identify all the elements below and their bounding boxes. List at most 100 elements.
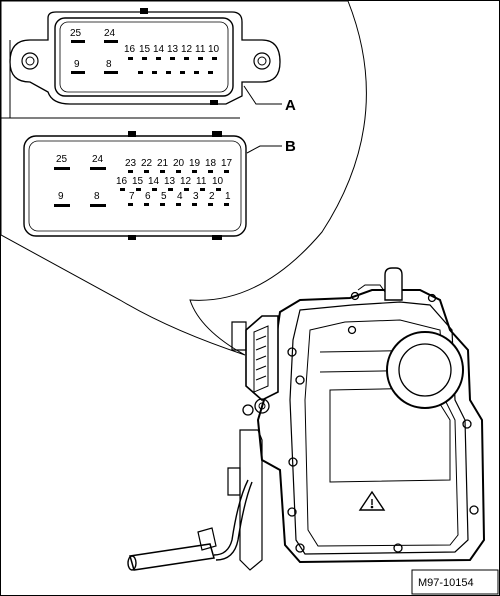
pin-slot: [104, 40, 118, 43]
socket-pin-line: [255, 335, 267, 341]
bolt: [350, 291, 360, 301]
connector-b-pin-row-1: 23 22 21 20 19 18 17: [125, 158, 233, 173]
bolt: [287, 507, 297, 517]
socket-pin-line: [255, 345, 267, 351]
pin-slot: [120, 188, 125, 191]
pin-label: 11: [195, 44, 206, 55]
pin-slot: [71, 71, 85, 74]
mount-hole-right-inner: [257, 56, 267, 66]
pin-label: 15: [132, 176, 144, 187]
pin-label: 2: [209, 191, 215, 202]
pin-slot: [184, 57, 189, 60]
pin-label: 8: [106, 59, 112, 70]
connector-b: 25 24 9 8 23 22 21 20 19 18 17 16 15 14: [23, 131, 296, 240]
connector-b-pin-row-2: 16 15 14 13 12 11 10: [116, 176, 224, 191]
bolt: [347, 325, 357, 335]
pin-label: 16: [124, 44, 136, 55]
pin-slot: [176, 170, 181, 173]
pin-slot: [160, 203, 165, 206]
socket-pin-line: [255, 375, 267, 381]
pin-slot: [170, 57, 175, 60]
pin-slot: [184, 188, 189, 191]
pin-slot: [208, 71, 213, 74]
pin-label: 9: [58, 191, 64, 202]
pin-slot: [168, 188, 173, 191]
pin-label: 13: [167, 44, 179, 55]
socket-pin-line: [255, 365, 267, 371]
mount-hole-right: [253, 52, 271, 70]
pin-label: 10: [208, 44, 220, 55]
sensor: [242, 404, 254, 416]
pin-label: 8: [94, 191, 100, 202]
pin-slot: [54, 204, 70, 207]
pin-label: 12: [181, 44, 193, 55]
connector-a-shell-inner: [59, 21, 229, 93]
pin-slot: [160, 170, 165, 173]
bolt: [469, 505, 479, 515]
pin-label: 9: [74, 59, 80, 70]
pin-label: 18: [205, 158, 217, 169]
pin-label: 21: [157, 158, 169, 169]
pin-slot: [194, 71, 199, 74]
sensor-core: [258, 402, 266, 410]
pin-label: 6: [145, 191, 151, 202]
zoom-bubble: [0, 0, 367, 356]
pin-label: 24: [92, 154, 104, 165]
pin-label: 1: [225, 191, 231, 202]
warning-triangle-icon: [358, 490, 386, 511]
pin-slot: [156, 57, 161, 60]
latch-tab: [128, 131, 136, 137]
pin-label: 16: [116, 176, 128, 187]
warning-dot: [370, 505, 374, 509]
mount-hole-left: [21, 52, 39, 70]
connector-b-pin-row-3: 7 6 5 4 3 2 1: [128, 191, 231, 206]
pin-label: 25: [70, 28, 82, 39]
pin-slot: [208, 170, 213, 173]
mount-hole-left-inner: [25, 56, 35, 66]
pin-slot: [200, 188, 205, 191]
pin-slot: [152, 188, 157, 191]
connector-a-shell: [54, 17, 234, 97]
pressure-accumulator: [386, 331, 464, 409]
bolt: [295, 543, 305, 553]
pin-label: 17: [221, 158, 233, 169]
callout-b: B: [285, 138, 296, 155]
leader-line-a: [243, 85, 282, 105]
pin-label: 12: [180, 176, 192, 187]
pin-slot: [71, 40, 85, 43]
connector-a-pin-row: 16 15 14 13 12 11 10: [124, 44, 220, 74]
pin-label: 14: [153, 44, 165, 55]
pin-slot: [198, 57, 203, 60]
pin-slot: [54, 167, 70, 170]
bolt: [287, 347, 297, 357]
reference-box: [411, 569, 499, 595]
pin-label: 5: [161, 191, 167, 202]
valve: [227, 467, 241, 496]
pin-slot: [192, 170, 197, 173]
pin-slot: [128, 203, 133, 206]
connector-a: 25 24 9 8 16 15 14 13 12 11 10: [1, 8, 296, 119]
pin-slot: [166, 71, 171, 74]
mechatronic-unit: [127, 267, 486, 571]
pin-slot: [180, 71, 185, 74]
socket-clip: [231, 321, 247, 351]
pin-label: 13: [164, 176, 176, 187]
leader-line-b: [246, 145, 282, 154]
pin-label: 19: [189, 158, 201, 169]
pin-slot: [142, 57, 147, 60]
pin-slot: [224, 170, 229, 173]
pin-slot: [208, 203, 213, 206]
wire: [213, 479, 249, 556]
pin-slot: [90, 204, 106, 207]
bolt: [288, 457, 298, 467]
pin-slot: [152, 71, 157, 74]
wire: [215, 481, 253, 561]
pin-slot: [212, 57, 217, 60]
callout-a: A: [285, 97, 296, 114]
latch-tab: [128, 235, 136, 240]
pin-slot: [136, 188, 141, 191]
pin-label: 20: [173, 158, 185, 169]
pin-slot: [176, 203, 181, 206]
